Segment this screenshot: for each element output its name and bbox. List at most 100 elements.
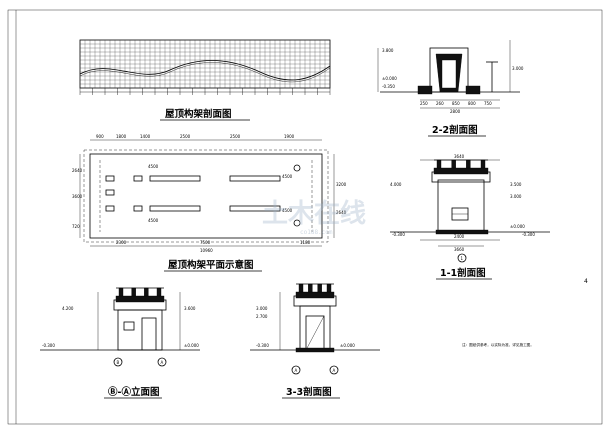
plan-dim-label: 1400 xyxy=(140,134,151,139)
axis-bubble xyxy=(329,365,339,375)
roof-frame-section-drawing xyxy=(79,39,331,95)
roof-frame-members xyxy=(295,283,335,299)
window xyxy=(123,321,135,331)
section-2-2-drawing: 3.800 ±0.000 -0.350 3.000 250 260 850 80… xyxy=(377,40,524,114)
axis-label: B xyxy=(117,360,120,365)
plan-member-label: 4500 xyxy=(282,174,293,179)
drain-circle xyxy=(293,164,301,172)
plan-dim-label: 2500 xyxy=(180,134,191,139)
roof-section-grid xyxy=(79,39,331,89)
level-label: 3.500 xyxy=(510,182,522,187)
level-label: ±0.000 xyxy=(184,343,199,348)
dim-label: 750 xyxy=(484,101,492,106)
wall-opening xyxy=(441,59,457,89)
axis-label: 1 xyxy=(461,256,464,261)
dim-label: 2400 xyxy=(454,234,465,239)
roof-section-curve xyxy=(79,60,331,81)
frame-beam xyxy=(433,167,489,175)
plan-dim-label: 1180 xyxy=(300,240,311,245)
frame-beam xyxy=(115,295,165,303)
floor-slab xyxy=(435,229,489,235)
level-label: 3.000 xyxy=(256,306,268,311)
sheet-border xyxy=(7,9,603,425)
section-1-1-drawing: 3640 2400 3660 4.000 3.500 3.000 ±0.000 … xyxy=(390,154,550,263)
frame-post xyxy=(308,283,313,293)
dim-label: 3640 xyxy=(454,154,465,159)
roof-frame-section-title: 屋顶构架剖面图 xyxy=(165,108,232,120)
level-label: -0.300 xyxy=(42,343,55,348)
building-outline xyxy=(437,179,485,233)
level-label: 3.800 xyxy=(382,48,394,53)
axis-bubble xyxy=(113,357,123,367)
building-outline xyxy=(299,305,331,351)
level-label: ±0.000 xyxy=(340,343,355,348)
plan-dim-label: 900 xyxy=(96,134,104,139)
roof-section-ticks xyxy=(79,88,331,95)
frame-member xyxy=(105,189,115,196)
roof-frame-members xyxy=(115,287,165,303)
axis-bubble xyxy=(291,365,301,375)
plan-member-label: 4500 xyxy=(282,208,293,213)
door-swing xyxy=(305,315,325,351)
level-label: -0.300 xyxy=(256,343,269,348)
axis-label: A xyxy=(161,360,164,365)
axis-label: A xyxy=(295,368,298,373)
level-label: ±0.000 xyxy=(510,224,525,229)
dim-label: 800 xyxy=(468,101,476,106)
axis-bubble xyxy=(157,357,167,367)
axis-label: A xyxy=(333,368,336,373)
elevation-drawing: 4.200 3.600 ±0.000 -0.300 B A xyxy=(40,287,200,367)
level-label: 4.000 xyxy=(390,182,402,187)
general-notes: 注：图纸供参考，以实际为准，详见施工图。 xyxy=(462,342,534,347)
frame-member xyxy=(149,205,201,212)
dim-label: 2800 xyxy=(450,109,461,114)
floor-slab xyxy=(295,347,335,353)
section-3-3-title: 3-3剖面图 xyxy=(286,386,332,398)
dim-label: 850 xyxy=(452,101,460,106)
frame-post xyxy=(131,287,136,297)
level-label: 2.700 xyxy=(256,314,268,319)
level-label: -0.300 xyxy=(522,232,535,237)
plan-dim-label: 2500 xyxy=(230,134,241,139)
plan-outline-outer xyxy=(83,149,329,243)
roof-frame-plan-title: 屋顶构架平面示意图 xyxy=(168,259,254,271)
roof-frame-plan-drawing: 900 1800 1400 2500 2500 1900 2300 7500 1… xyxy=(72,134,347,253)
dim-label: 3660 xyxy=(454,247,465,252)
plan-dim-label: 2640 xyxy=(336,210,347,215)
roof-frame-members xyxy=(433,159,489,175)
frame-post xyxy=(156,287,162,297)
frame-member xyxy=(133,175,143,182)
frame-post xyxy=(466,159,471,169)
footing-left xyxy=(417,85,433,95)
plan-dim-label: 3200 xyxy=(336,182,347,187)
level-label: -0.300 xyxy=(392,232,405,237)
plan-dim-label: 1800 xyxy=(116,134,127,139)
plan-frame-members xyxy=(99,160,313,232)
dim-label: 260 xyxy=(436,101,444,106)
plan-member-label: 4500 xyxy=(148,164,159,169)
level-label: 4.200 xyxy=(62,306,74,311)
footing-right xyxy=(465,85,481,95)
plan-dim-label: 7500 xyxy=(200,240,211,245)
section-2-2-title: 2-2剖面图 xyxy=(432,124,478,136)
plan-dim-label: 720 xyxy=(72,224,80,229)
section-1-1-title: 1-1剖面图 xyxy=(440,267,486,279)
level-label: ±0.000 xyxy=(382,76,397,81)
plan-member-label: 4500 xyxy=(148,218,159,223)
watermark-url: co188.com xyxy=(300,229,333,236)
level-label: 3.600 xyxy=(184,306,196,311)
plan-dim-label: 1900 xyxy=(284,134,295,139)
level-label: 3.000 xyxy=(510,194,522,199)
frame-member xyxy=(105,175,115,182)
frame-post xyxy=(298,283,304,293)
frame-post xyxy=(451,159,456,169)
frame-member xyxy=(149,175,201,182)
dim-label: 250 xyxy=(420,101,428,106)
plan-dim-label: 3600 xyxy=(72,194,83,199)
plan-total-label: 10960 xyxy=(200,248,213,253)
frame-member xyxy=(229,175,281,182)
section-3-3-drawing: 3.000 2.700 ±0.000 -0.300 A A xyxy=(250,283,380,375)
level-label: -0.350 xyxy=(382,84,395,89)
roof-section-curve-inner xyxy=(79,62,331,83)
